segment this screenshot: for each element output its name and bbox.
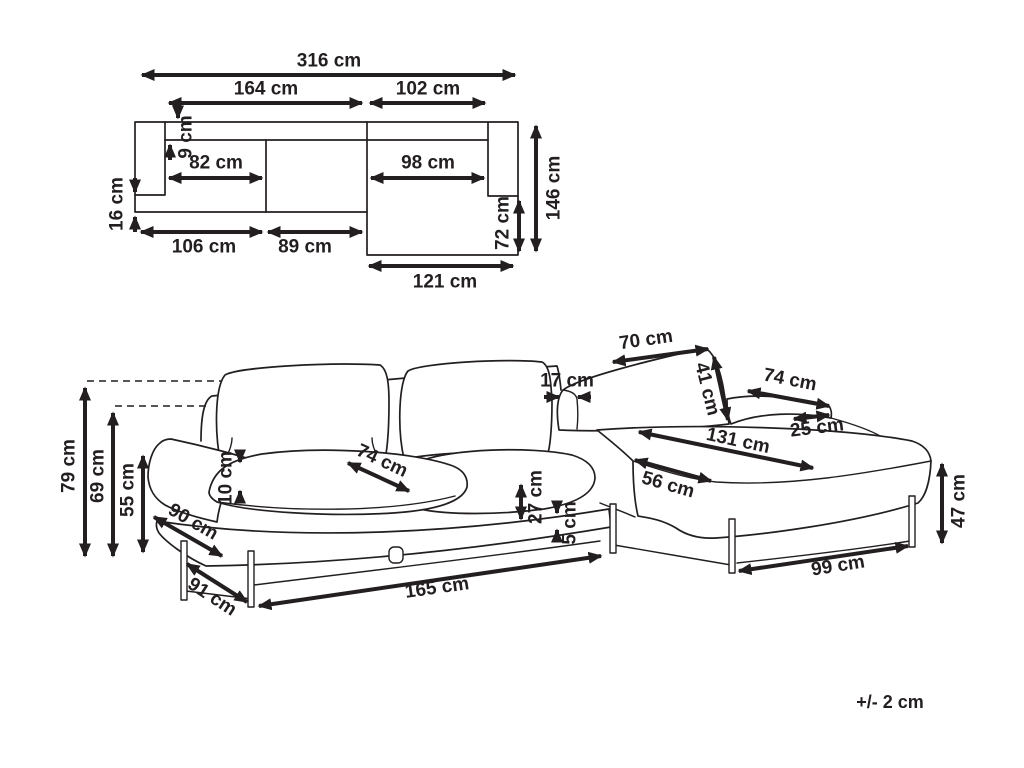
dim-arm-front-gap-label: 16 cm (107, 177, 128, 231)
dim-chaise-base-length-label: 99 cm (810, 551, 866, 580)
dim-front-mid-label: 89 cm (278, 237, 332, 258)
dim-chaise-extension-label: 72 cm (493, 196, 514, 250)
dim-chaise-seat-label: 98 cm (401, 153, 455, 174)
chaise-leg-back (609, 503, 617, 554)
dim-seat-thickness-label: 27 cm (526, 470, 547, 524)
dim-chaise-width-label: 121 cm (413, 272, 477, 293)
dim-front-left: 106 cm (139, 226, 264, 258)
dim-chaise-back-width-label: 70 cm (618, 326, 674, 354)
dim-chaise-arm-length-label: 74 cm (762, 365, 819, 396)
chaise-leg-front-right (908, 495, 916, 548)
dim-back-depth-label: 9 cm (176, 115, 197, 158)
dim-front-length-label: 165 cm (404, 573, 471, 603)
dim-total-width: 316 cm (140, 51, 517, 81)
back-cushion-right (398, 359, 553, 460)
dim-back-depth: 9 cm (164, 103, 197, 160)
sofa-leg-front-left (247, 550, 255, 608)
dim-height-armrest: 55 cm (118, 454, 149, 554)
dim-right-section: 102 cm (368, 79, 487, 109)
plan-right-armrest (487, 121, 519, 197)
dim-back-cushion-thickness: 17 cm (540, 371, 594, 403)
chaise-leg-front-left (728, 518, 736, 574)
dim-arm-front-gap: 16 cm (107, 177, 141, 232)
dim-left-section-label: 164 cm (234, 79, 298, 100)
dim-chaise-base-length: 99 cm (737, 541, 910, 581)
dim-total-width-label: 316 cm (297, 51, 361, 72)
dim-chaise-seat: 98 cm (369, 153, 486, 184)
dim-height-backrest-label: 69 cm (88, 449, 109, 503)
dim-back-cushion-thickness-label: 17 cm (540, 371, 594, 392)
dim-front-mid: 89 cm (266, 226, 364, 258)
plan-outline (134, 121, 519, 256)
chaise-rail-left (613, 544, 732, 566)
tolerance-note: +/- 2 cm (856, 692, 924, 712)
seat-cushion-crease (216, 495, 456, 510)
dim-arm-pad-step-label: 10 cm (216, 451, 237, 505)
plan-left-armrest (134, 121, 166, 196)
dim-front-left-label: 106 cm (172, 237, 236, 258)
dim-chaise-height-label: 47 cm (949, 474, 970, 528)
dim-base-reveal: 5 cm (551, 500, 581, 545)
dim-chaise-extension: 72 cm (493, 196, 525, 253)
dim-side-depth-base: 91 cm (184, 562, 249, 620)
dim-arm-pad-step: 10 cm (216, 449, 246, 505)
dim-total-depth-label: 146 cm (544, 156, 565, 220)
dim-height-total-label: 79 cm (59, 439, 80, 493)
dim-height-backrest: 69 cm (88, 411, 119, 558)
dim-height-armrest-label: 55 cm (118, 463, 139, 517)
dim-left-seat-label: 82 cm (189, 153, 243, 174)
dim-base-reveal-label: 5 cm (560, 501, 581, 544)
seat-cushion-left (208, 449, 469, 516)
dim-left-seat: 82 cm (167, 153, 264, 184)
dim-left-section: 164 cm (167, 79, 364, 109)
perspective-view: 79 cm 69 cm 55 cm 10 cm 90 cm 91 cm 74 c… (59, 326, 970, 621)
dim-total-depth: 146 cm (530, 124, 565, 253)
dim-chaise-width: 121 cm (367, 260, 515, 293)
dim-chaise-height: 47 cm (936, 462, 970, 545)
base-chaise-connector (599, 502, 636, 518)
dim-right-section-label: 102 cm (396, 79, 460, 100)
sofa-leg-middle (388, 546, 404, 564)
dim-seat-thickness: 27 cm (515, 470, 547, 524)
plan-view: 316 cm 164 cm 102 cm 9 cm 82 cm 98 cm 16… (107, 51, 565, 293)
dim-height-total: 79 cm (59, 386, 91, 558)
